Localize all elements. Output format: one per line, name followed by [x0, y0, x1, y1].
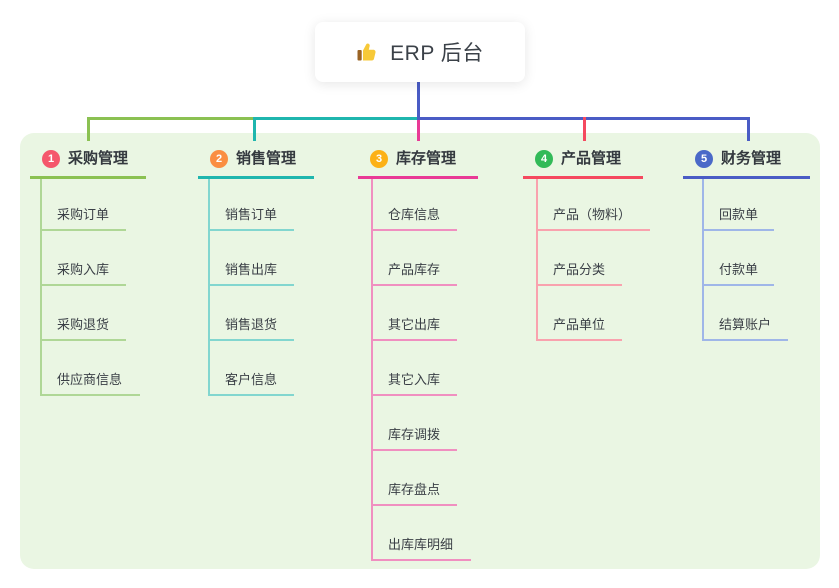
branch-label: 库存管理: [396, 150, 457, 167]
child-node[interactable]: 产品（物料）: [536, 203, 650, 231]
branch-node-3[interactable]: 3 库存管理: [358, 150, 478, 179]
child-label: 出库库明细: [388, 537, 454, 552]
child-node[interactable]: 回款单: [702, 203, 774, 231]
child-label: 其它入库: [388, 372, 441, 387]
child-label: 产品分类: [553, 262, 606, 277]
child-node[interactable]: 付款单: [702, 258, 774, 286]
branch-label: 产品管理: [561, 150, 622, 167]
branch-spine-5: [702, 179, 704, 341]
child-label: 销售出库: [225, 262, 278, 277]
child-node[interactable]: 产品分类: [536, 258, 622, 286]
child-label: 产品单位: [553, 317, 606, 332]
child-label: 销售订单: [225, 207, 278, 222]
child-node[interactable]: 产品单位: [536, 313, 622, 341]
branch-number-badge: 1: [42, 150, 60, 168]
child-label: 产品（物料）: [553, 207, 632, 222]
child-label: 仓库信息: [388, 207, 441, 222]
branch-label: 采购管理: [68, 150, 129, 167]
root-node[interactable]: ERP 后台: [315, 22, 525, 82]
child-label: 客户信息: [225, 372, 278, 387]
child-label: 销售退货: [225, 317, 278, 332]
child-node[interactable]: 销售订单: [208, 203, 294, 231]
connector-drop-branch-5: [747, 117, 750, 141]
branch-number-badge: 5: [695, 150, 713, 168]
child-label: 产品库存: [388, 262, 441, 277]
child-node[interactable]: 客户信息: [208, 368, 294, 396]
branch-spine-4: [536, 179, 538, 341]
child-node[interactable]: 其它出库: [371, 313, 457, 341]
branch-spine-3: [371, 179, 373, 561]
child-node[interactable]: 销售出库: [208, 258, 294, 286]
child-label: 采购退货: [57, 317, 110, 332]
child-label: 付款单: [719, 262, 759, 277]
branch-number-badge: 2: [210, 150, 228, 168]
child-node[interactable]: 供应商信息: [40, 368, 140, 396]
root-title: ERP 后台: [390, 42, 484, 65]
child-node[interactable]: 采购退货: [40, 313, 126, 341]
branch-spine-2: [208, 179, 210, 396]
branch-node-4[interactable]: 4 产品管理: [523, 150, 643, 179]
connector-bus-teal: [253, 117, 417, 120]
child-label: 采购入库: [57, 262, 110, 277]
branch-node-5[interactable]: 5 财务管理: [683, 150, 810, 179]
connector-drop-branch-3: [417, 120, 420, 141]
thumbs-up-icon: [356, 40, 380, 64]
child-node[interactable]: 出库库明细: [371, 533, 471, 561]
branch-node-2[interactable]: 2 销售管理: [198, 150, 314, 179]
child-label: 采购订单: [57, 207, 110, 222]
branch-number-badge: 4: [535, 150, 553, 168]
connector-root-drop: [417, 82, 420, 120]
child-label: 库存调拨: [388, 427, 441, 442]
child-node[interactable]: 产品库存: [371, 258, 457, 286]
branch-node-1[interactable]: 1 采购管理: [30, 150, 146, 179]
child-node[interactable]: 采购订单: [40, 203, 126, 231]
connector-drop-branch-4: [583, 117, 586, 141]
child-label: 其它出库: [388, 317, 441, 332]
connector-bus-green: [87, 117, 254, 120]
child-node[interactable]: 库存盘点: [371, 478, 457, 506]
child-label: 库存盘点: [388, 482, 441, 497]
child-node[interactable]: 仓库信息: [371, 203, 457, 231]
connector-drop-branch-1: [87, 117, 90, 141]
child-label: 回款单: [719, 207, 759, 222]
branch-label: 销售管理: [236, 150, 297, 167]
child-node[interactable]: 其它入库: [371, 368, 457, 396]
branch-label: 财务管理: [721, 150, 782, 167]
child-node[interactable]: 采购入库: [40, 258, 126, 286]
branches-panel: [20, 133, 820, 569]
child-node[interactable]: 销售退货: [208, 313, 294, 341]
child-label: 结算账户: [719, 317, 772, 332]
connector-drop-branch-2: [253, 117, 256, 141]
child-label: 供应商信息: [57, 372, 123, 387]
branch-spine-1: [40, 179, 42, 396]
branch-number-badge: 3: [370, 150, 388, 168]
child-node[interactable]: 结算账户: [702, 313, 788, 341]
child-node[interactable]: 库存调拨: [371, 423, 457, 451]
